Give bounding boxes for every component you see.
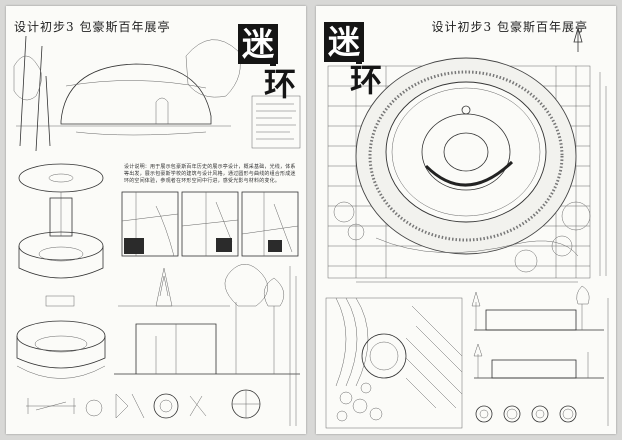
left-side-notes [289,266,297,426]
exploded-axonometric [16,163,106,379]
left-board-drawings [13,35,301,426]
right-presentation-board: 设计初步3 包豪斯百年展亭 [316,6,616,434]
construction-details [26,389,261,419]
elevations [471,285,604,379]
title-block-mi: 迷 [238,24,278,64]
north-arrow-icon [573,26,583,52]
title-block-mi: 迷 [324,22,364,62]
title-block-huan: 环 [349,61,382,99]
pavilion-perspective [13,35,241,152]
interior-renderings [121,191,299,257]
site-section [114,264,300,375]
right-board-drawings [325,26,609,429]
title-dot [356,58,362,64]
left-board-header: 设计初步3 包豪斯百年展亭 [14,20,171,34]
design-description: 设计说明：用于展示包豪斯百年历史的展示亭设计，概采基础，光线，体系等出发，展示包… [124,164,296,185]
left-presentation-board: 设计初步3 包豪斯百年展亭 [6,6,306,434]
title-dot [270,60,276,66]
right-side-notes [599,72,609,426]
title-block-huan: 环 [263,65,296,103]
right-board-header: 设计初步3 包豪斯百年展亭 [431,20,588,34]
column-details [475,405,577,423]
ground-floor-plan [325,297,463,429]
site-plan [333,57,591,283]
